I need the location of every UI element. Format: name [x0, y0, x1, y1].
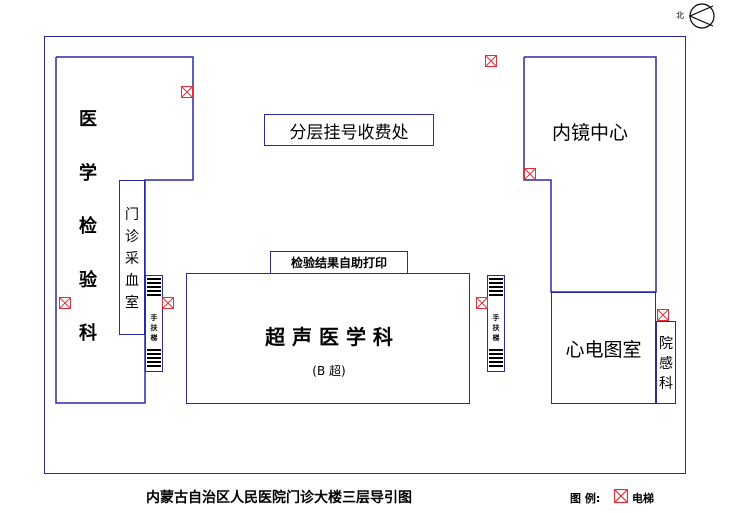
- room-ultrasound: 超 声 医 学 科 (B 超): [186, 273, 470, 404]
- medical-lab-outline: [55, 56, 194, 404]
- room-print-station: 检验结果自助打印: [270, 251, 408, 274]
- escalator-steps-top: [147, 278, 161, 298]
- endoscopy-outline: [523, 56, 657, 293]
- compass-label: 北: [676, 11, 684, 20]
- room-ecg: 心电图室: [551, 292, 656, 404]
- medical-lab-char: 科: [79, 323, 97, 344]
- legend-item-label: 电梯: [632, 492, 654, 505]
- legend: 图 例: 电梯: [570, 489, 710, 505]
- medical-lab-char: 验: [79, 269, 97, 291]
- medical-lab-char: 医: [79, 109, 97, 130]
- escalator-char: 梯: [492, 334, 500, 342]
- escalator-label: 手 扶 梯: [146, 313, 162, 343]
- infection-char: 院: [659, 335, 673, 352]
- room-medical-lab: 医 学 检 验 科: [66, 105, 110, 345]
- compass-icon: [688, 3, 715, 29]
- elevator-icon: [162, 297, 174, 309]
- escalator-left: 手 扶 梯: [145, 275, 163, 372]
- registration-label: 分层挂号收费处: [289, 122, 409, 143]
- escalator-steps-bottom: [147, 349, 161, 369]
- escalator-char: 手: [492, 314, 500, 322]
- print-station-label: 检验结果自助打印: [290, 256, 387, 270]
- ultrasound-sub: (B 超): [312, 364, 346, 378]
- elevator-icon: [476, 297, 488, 309]
- blood-room-char: 血: [125, 272, 139, 289]
- endoscopy-label: 内镜中心: [551, 122, 628, 144]
- escalator-char: 扶: [150, 324, 158, 332]
- escalator-right: 手 扶 梯: [487, 275, 505, 372]
- escalator-char: 扶: [492, 324, 500, 332]
- medical-lab-char: 检: [79, 216, 97, 237]
- legend-label: 图 例:: [570, 492, 601, 505]
- blood-room-char: 门: [125, 206, 139, 223]
- elevator-icon: [614, 489, 628, 503]
- escalator-steps-top: [489, 278, 503, 298]
- room-infection: 院 感 科: [656, 321, 676, 404]
- elevator-icon: [59, 297, 71, 309]
- escalator-steps-bottom: [489, 349, 503, 369]
- medical-lab-char: 学: [79, 162, 97, 184]
- ultrasound-label: 超 声 医 学 科: [265, 325, 393, 349]
- blood-room-char: 诊: [125, 228, 139, 245]
- elevator-icon: [524, 168, 536, 180]
- floor-outline: [44, 36, 686, 474]
- room-registration: 分层挂号收费处: [264, 114, 434, 146]
- ecg-label: 心电图室: [565, 338, 642, 361]
- elevator-icon: [485, 55, 497, 67]
- escalator-char: 手: [150, 314, 158, 322]
- map-title: 内蒙古自治区人民医院门诊大楼三层导引图: [146, 490, 412, 506]
- infection-char: 感: [659, 355, 673, 372]
- blood-room-char: 室: [125, 294, 139, 311]
- escalator-label: 手 扶 梯: [488, 313, 504, 343]
- escalator-char: 梯: [150, 334, 158, 342]
- elevator-icon: [657, 309, 669, 321]
- compass: 北: [672, 2, 716, 30]
- room-outpatient-blood: 门 诊 采 血 室: [119, 180, 145, 335]
- elevator-icon: [181, 86, 193, 98]
- blood-room-char: 采: [125, 250, 139, 267]
- infection-char: 科: [659, 375, 673, 392]
